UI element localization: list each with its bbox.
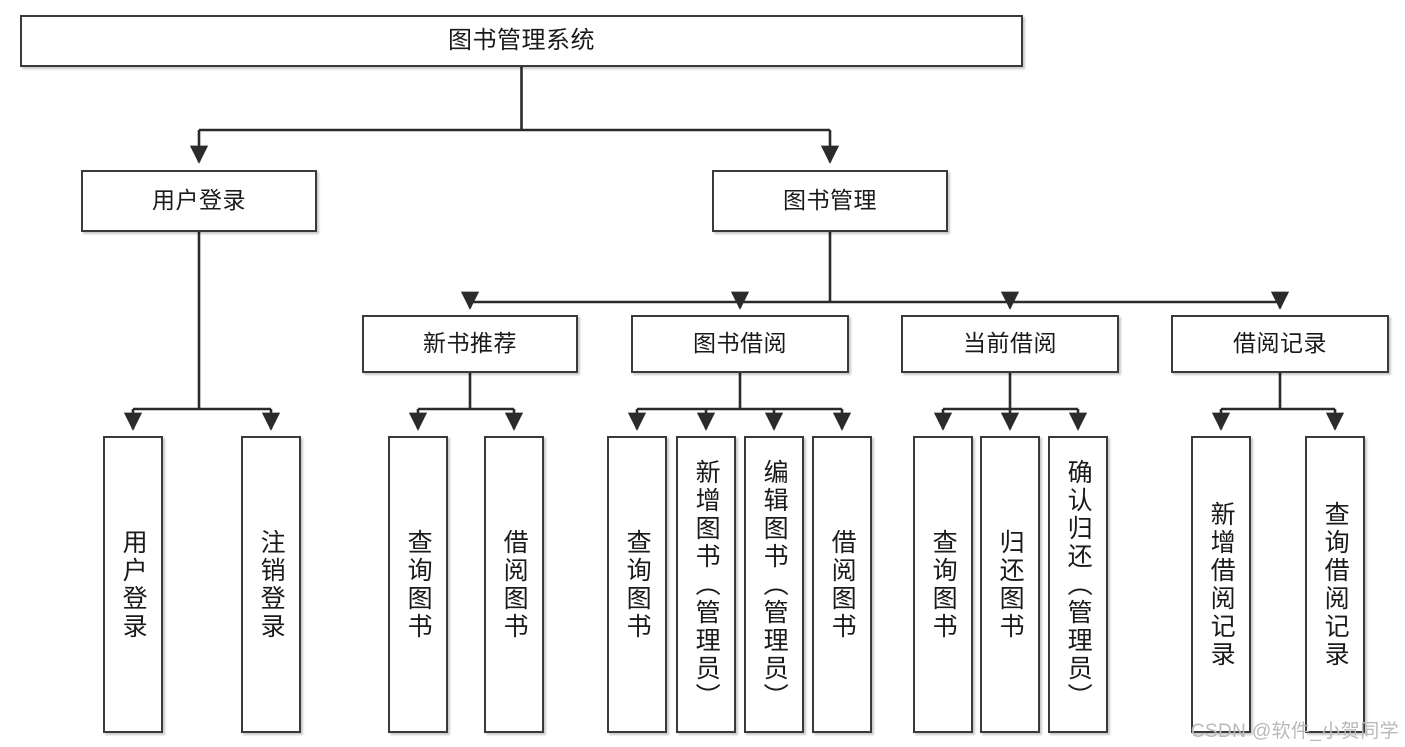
leaf-current-query-book[interactable]: 查询图书 [913,436,973,733]
leaf-current-confirm-return-admin-label: 确认归还（管理员） [1064,458,1093,711]
leaf-borrow-edit-book-admin-label: 编辑图书（管理员） [760,458,789,711]
leaf-newbook-query-book[interactable]: 查询图书 [388,436,448,733]
node-root-label: 图书管理系统 [448,26,595,54]
node-current-borrow[interactable]: 当前借阅 [901,315,1119,373]
leaf-newbook-query-book-label: 查询图书 [404,528,433,641]
node-book-management[interactable]: 图书管理 [712,170,948,232]
leaf-record-query-record[interactable]: 查询借阅记录 [1305,436,1365,733]
node-user-login-label: 用户登录 [152,187,246,214]
leaf-current-query-book-label: 查询图书 [929,528,958,641]
leaf-newbook-borrow-book-label: 借阅图书 [500,528,529,641]
leaf-record-add-record-label: 新增借阅记录 [1207,500,1236,669]
leaf-user-login[interactable]: 用户登录 [103,436,163,733]
leaf-current-return-book[interactable]: 归还图书 [980,436,1040,733]
leaf-borrow-add-book-admin-label: 新增图书（管理员） [692,458,721,711]
leaf-borrow-add-book-admin[interactable]: 新增图书（管理员） [676,436,736,733]
leaf-record-query-record-label: 查询借阅记录 [1321,500,1350,669]
leaf-borrow-borrow-book[interactable]: 借阅图书 [812,436,872,733]
node-book-borrow[interactable]: 图书借阅 [631,315,849,373]
leaf-borrow-query-book-label: 查询图书 [623,528,652,641]
leaf-current-return-book-label: 归还图书 [996,528,1025,641]
node-user-login[interactable]: 用户登录 [81,170,317,232]
leaf-current-confirm-return-admin[interactable]: 确认归还（管理员） [1048,436,1108,733]
leaf-borrow-query-book[interactable]: 查询图书 [607,436,667,733]
node-borrow-record[interactable]: 借阅记录 [1171,315,1389,373]
node-book-borrow-label: 图书借阅 [693,330,787,357]
node-current-borrow-label: 当前借阅 [963,330,1057,357]
watermark-text: CSDN @软件_小贺同学 [1190,721,1399,742]
leaf-record-add-record[interactable]: 新增借阅记录 [1191,436,1251,733]
leaf-newbook-borrow-book[interactable]: 借阅图书 [484,436,544,733]
node-new-book-recommend[interactable]: 新书推荐 [362,315,578,373]
leaf-user-login-label: 用户登录 [119,528,148,641]
leaf-logout-label: 注销登录 [257,528,286,641]
node-new-book-recommend-label: 新书推荐 [423,330,517,357]
leaf-borrow-edit-book-admin[interactable]: 编辑图书（管理员） [744,436,804,733]
node-borrow-record-label: 借阅记录 [1233,330,1327,357]
node-book-management-label: 图书管理 [783,187,877,214]
leaf-borrow-borrow-book-label: 借阅图书 [828,528,857,641]
leaf-logout[interactable]: 注销登录 [241,436,301,733]
node-root[interactable]: 图书管理系统 [20,15,1023,67]
